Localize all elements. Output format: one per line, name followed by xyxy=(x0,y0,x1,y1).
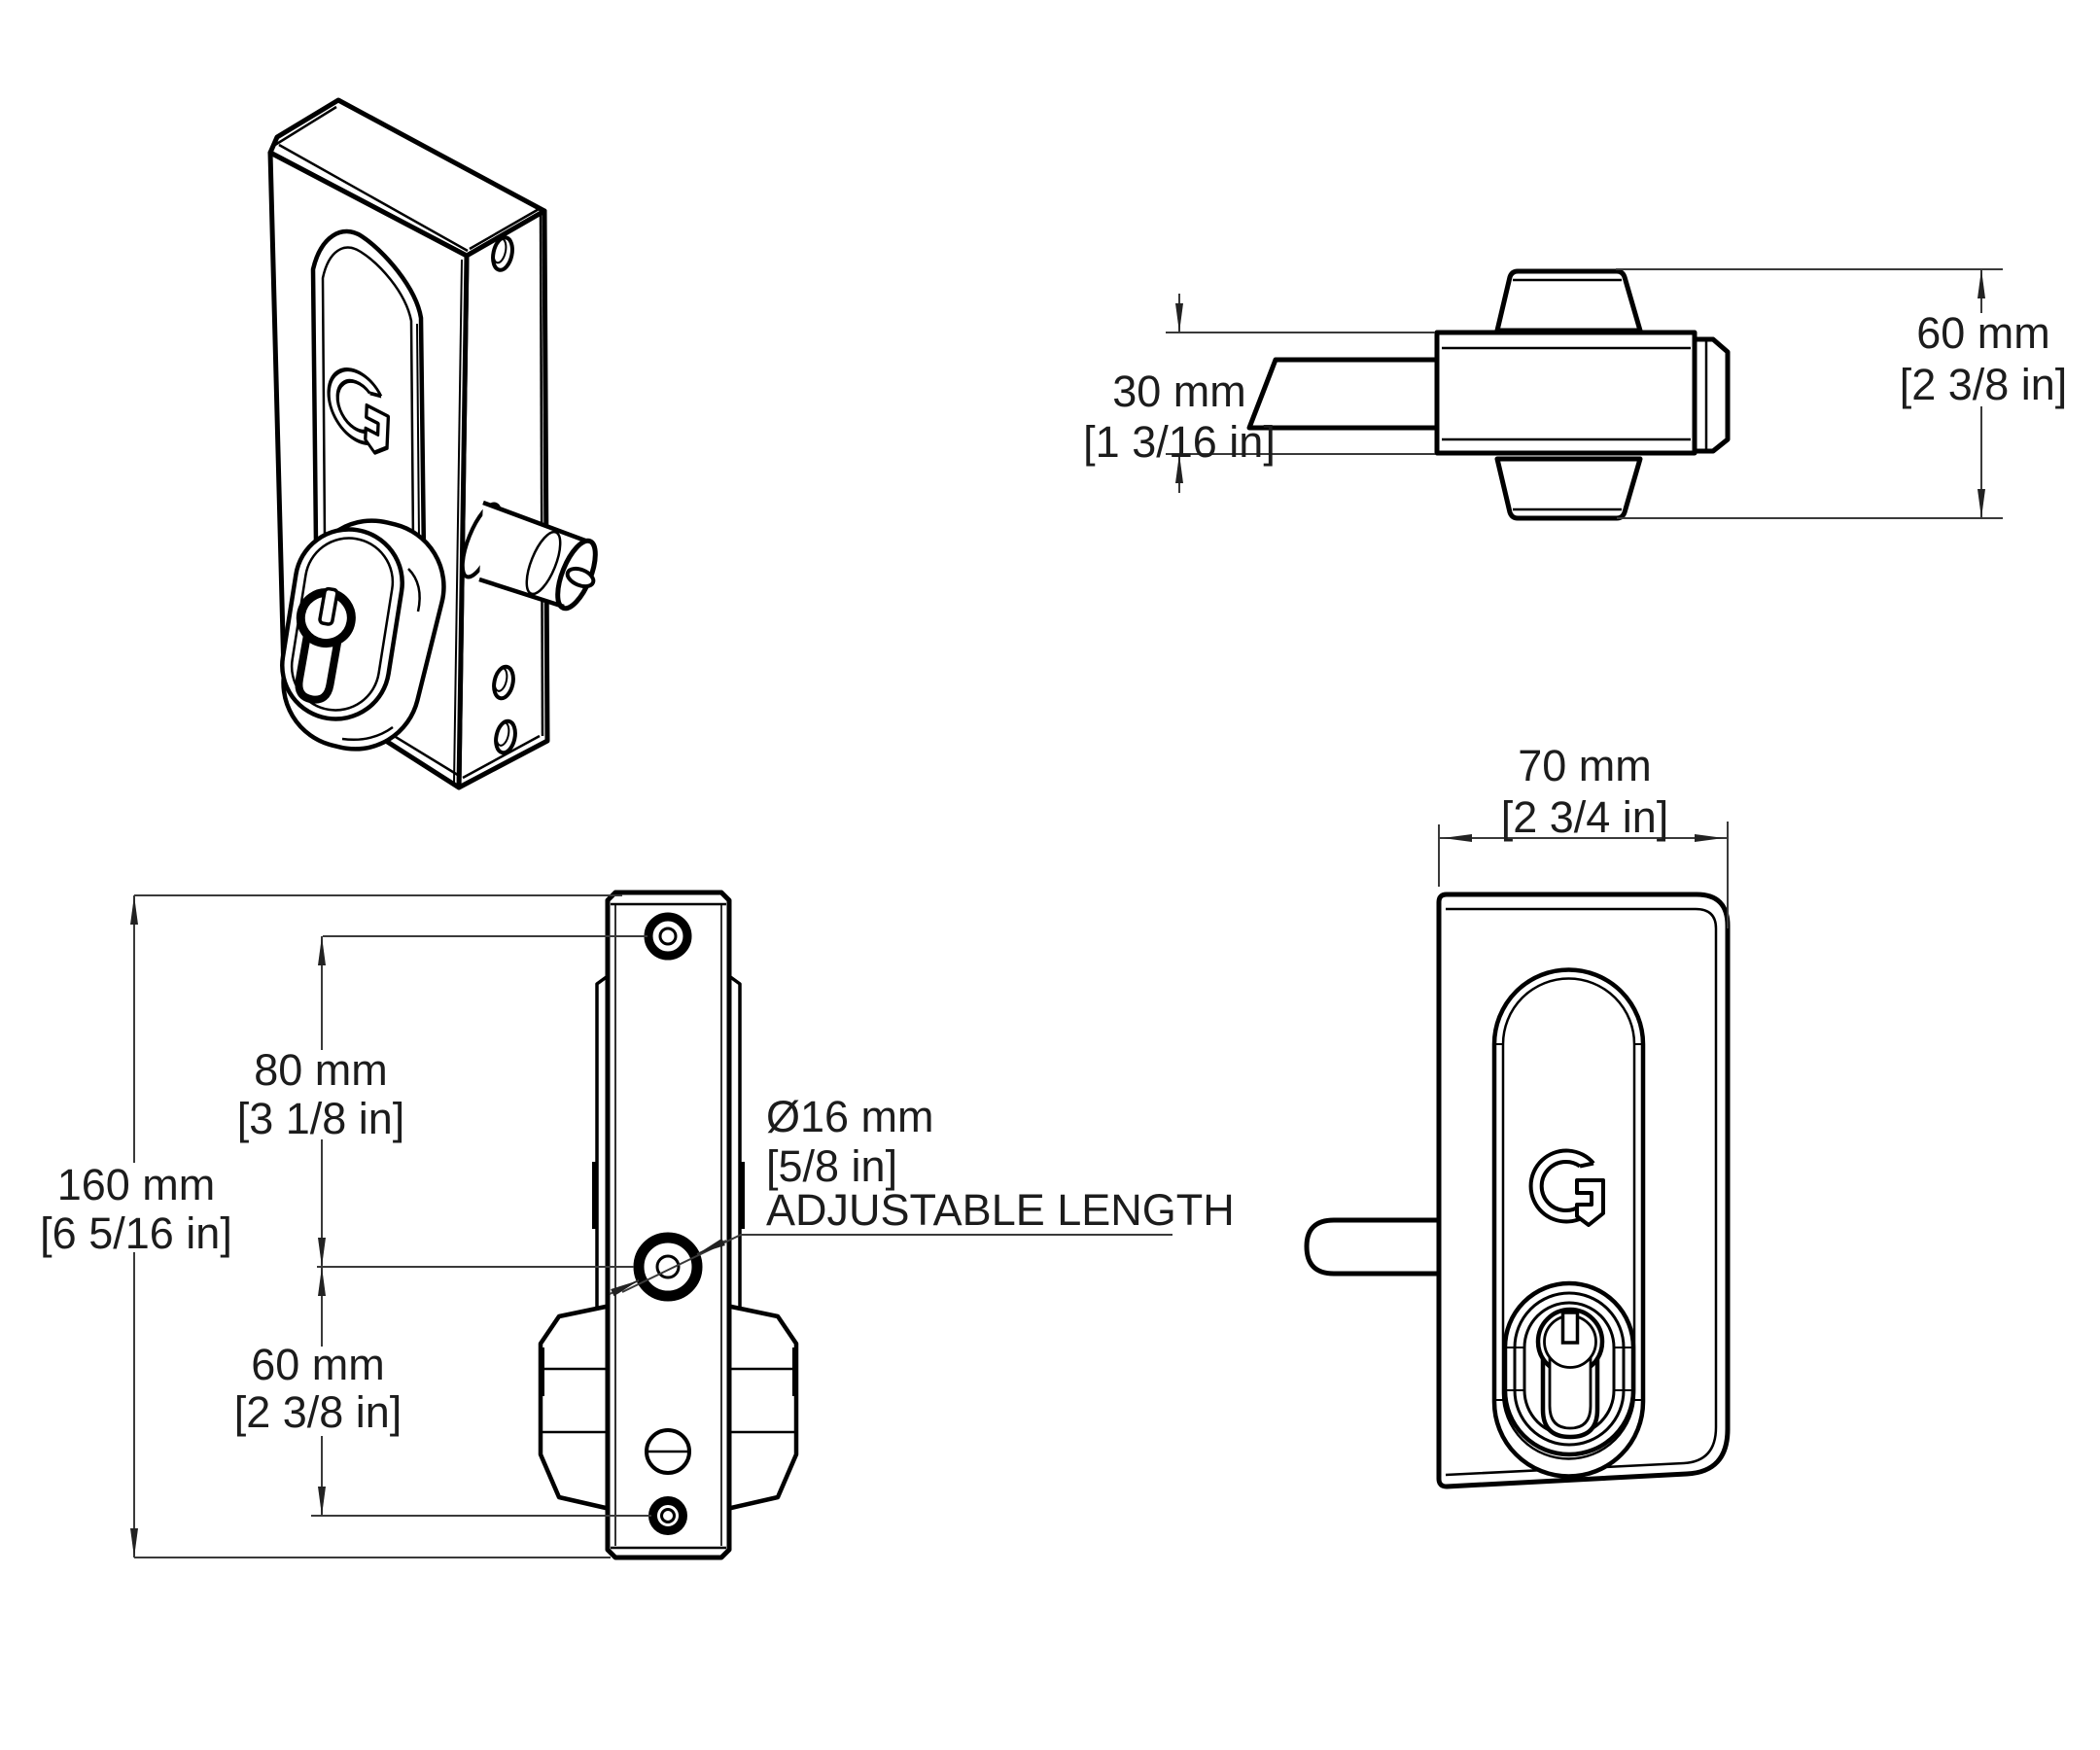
top-latch-blade xyxy=(1246,357,1440,431)
dim-top-body-height-mm: 30 mm xyxy=(1112,367,1246,416)
dim-top-overall-in: [2 3/8 in] xyxy=(1900,360,2068,409)
iso-plate-holes xyxy=(491,235,517,755)
top-body xyxy=(1434,330,1698,456)
dim-side-upper-mm: 80 mm xyxy=(254,1045,388,1095)
dim-top-overall-mm: 60 mm xyxy=(1916,308,2050,358)
dim-side-lower-in: [2 3/8 in] xyxy=(234,1387,402,1437)
isometric-view xyxy=(267,97,598,790)
dim-side-overall: 160 mm [6 5/16 in] xyxy=(40,894,622,1558)
dim-side-overall-mm: 160 mm xyxy=(57,1160,216,1209)
dim-top-body-height: 30 mm [1 3/16 in] xyxy=(1083,294,1435,493)
dim-side-upper-in: [3 1/8 in] xyxy=(237,1094,405,1143)
front-view: 70 mm [2 3/4 in] xyxy=(1304,741,1731,1489)
dim-front-width-in: [2 3/4 in] xyxy=(1501,792,1669,842)
logo-g-icon xyxy=(1528,1148,1605,1227)
top-end-cap xyxy=(1692,336,1731,454)
dim-side-overall-in: [6 5/16 in] xyxy=(40,1208,232,1258)
dim-side-lower-mm: 60 mm xyxy=(251,1340,385,1389)
dim-front-width: 70 mm [2 3/4 in] xyxy=(1438,741,1729,928)
dim-pin-diameter-in: [5/8 in] xyxy=(766,1141,897,1191)
logo-g-icon xyxy=(327,368,391,455)
dim-top-overall-height: 60 mm [2 3/8 in] xyxy=(1616,268,2068,519)
front-pin xyxy=(1304,1217,1440,1277)
dim-side-upper: 80 mm [3 1/8 in] xyxy=(237,935,648,1268)
iso-right-face xyxy=(456,208,550,790)
dim-top-body-height-in: [1 3/16 in] xyxy=(1083,417,1276,467)
front-keyway xyxy=(1535,1307,1605,1440)
iso-locking-pin xyxy=(460,500,598,612)
dim-pin-diameter-mm: Ø16 mm xyxy=(766,1092,934,1141)
dim-side-lower: 60 mm [2 3/8 in] xyxy=(234,1267,651,1517)
side-cylinder-right xyxy=(730,1304,799,1511)
iso-keyway xyxy=(295,586,356,704)
top-view: 30 mm [1 3/16 in] 60 mm [2 3/8 in] xyxy=(1083,268,2068,521)
dim-pin-diameter: Ø16 mm [5/8 in] ADJUSTABLE LENGTH xyxy=(609,1092,1235,1297)
side-view: 160 mm [6 5/16 in] 80 mm [3 1/8 in] 60 m… xyxy=(40,890,1235,1560)
dim-pin-adjustable-note: ADJUSTABLE LENGTH xyxy=(766,1185,1235,1235)
side-bar xyxy=(605,890,732,1560)
iso-arch-panel xyxy=(310,228,427,557)
dim-front-width-mm: 70 mm xyxy=(1518,741,1652,790)
top-cylinder-upper xyxy=(1494,268,1643,333)
side-cylinder-left xyxy=(538,1304,607,1511)
